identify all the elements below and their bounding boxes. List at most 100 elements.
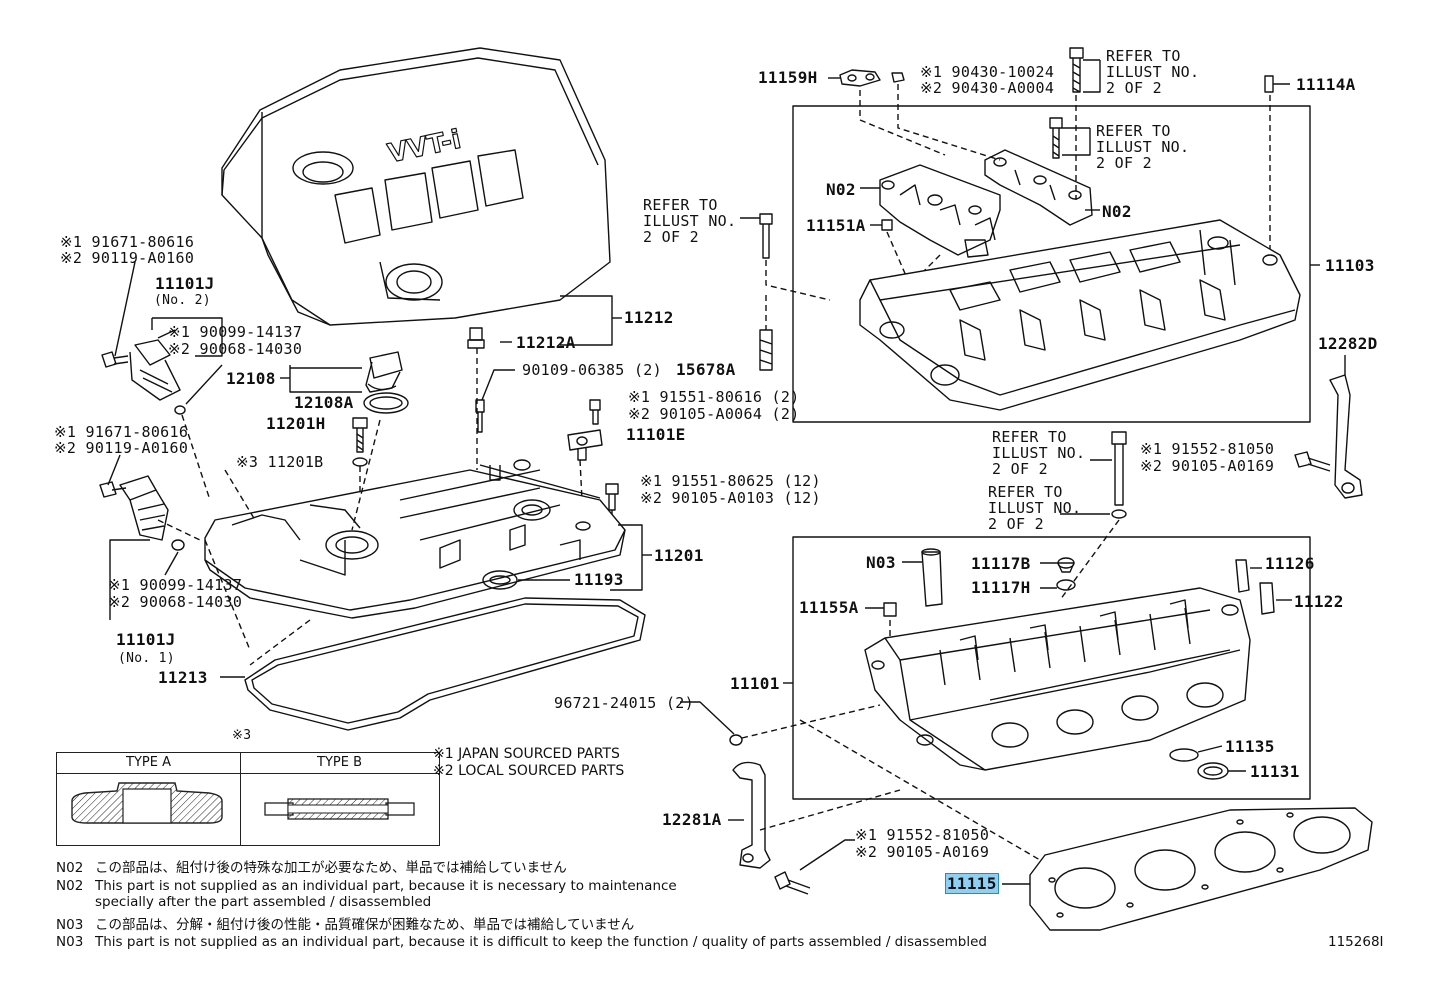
- note-n02-en-1: This part is not supplied as an individu…: [95, 878, 677, 894]
- callout-11212: 11212: [624, 308, 674, 327]
- callout-11101j-no2: 11101J: [155, 274, 215, 293]
- engine-cover: VVT-i: [221, 47, 611, 326]
- type-b-cell: TYPE B: [240, 753, 439, 845]
- refer-1-line1: REFER TO: [1106, 47, 1181, 65]
- callout-90109: 90109-06385 (2): [522, 361, 662, 379]
- callout-11155a: 11155A: [799, 598, 859, 617]
- callout-15678a: 15678A: [676, 360, 736, 379]
- note-n02-en-code: N02: [56, 878, 84, 894]
- pin-11114a: [1264, 75, 1274, 93]
- bolt-91671a: [101, 351, 129, 368]
- oil-control-valve-no2: [129, 339, 186, 415]
- note-n02-jp: この部品は、組付け後の特殊な加工が必要なため、単品では補給していません: [95, 860, 567, 876]
- grommet-11201b: [352, 457, 368, 467]
- callout-91671b-2: ※2 90119-A0160: [54, 439, 189, 457]
- callout-n02-right: N02: [1102, 202, 1132, 221]
- refer-5-line2: ILLUST NO.: [988, 499, 1082, 517]
- callout-90099a-1: ※1 90099-14137: [168, 323, 303, 341]
- figure-number: 115268I: [1328, 934, 1384, 950]
- callout-11114a: 11114A: [1296, 75, 1356, 94]
- cam-position-sensor: [567, 429, 603, 461]
- callout-11117h: 11117H: [971, 578, 1031, 597]
- callout-91551a-1: ※1 91551-80616 (2): [628, 388, 800, 406]
- callout-12108: 12108: [226, 369, 276, 388]
- part-n03: [921, 551, 943, 607]
- stud-15678a: [759, 329, 773, 371]
- refer-5-line3: 2 OF 2: [988, 515, 1044, 533]
- note-n02-en-2: specially after the part assembled / dis…: [95, 894, 432, 910]
- head-cover-gasket: [244, 597, 646, 731]
- valve-guide-11122: [1259, 582, 1275, 615]
- head-bolt: [1111, 431, 1127, 506]
- bolt-11201h: [352, 417, 368, 453]
- callout-11101j-no1: 11101J: [116, 630, 176, 649]
- callout-90099b-2: ※2 90068-14030: [108, 593, 243, 611]
- callout-11115[interactable]: 11115: [945, 873, 999, 894]
- note-n02-jp-code: N02: [56, 860, 84, 876]
- note-n03-jp: この部品は、分解・組付け後の性能・品質確保が困難なため、単品では補給していません: [95, 917, 635, 933]
- callout-11103: 11103: [1325, 256, 1375, 275]
- callout-90099a-2: ※2 90068-14030: [168, 340, 303, 358]
- cylinder-head-group-box: [792, 536, 1311, 800]
- refer-4-line2: ILLUST NO.: [992, 444, 1086, 462]
- bolt-top-refer: [1069, 47, 1084, 93]
- oil-control-valve-no1: [119, 475, 185, 551]
- refer-3-line1: REFER TO: [643, 196, 718, 214]
- type-box-mark: ※3: [232, 728, 252, 743]
- seal-11135: [1169, 748, 1199, 762]
- type-a-label: TYPE A: [57, 753, 240, 774]
- note-n03-en-code: N03: [56, 934, 84, 950]
- refer-2-line2: ILLUST NO.: [1096, 138, 1190, 156]
- callout-11101j-no1-sub: (No. 1): [118, 651, 175, 666]
- legend-japan: ※1 JAPAN SOURCED PARTS: [433, 746, 620, 762]
- callout-11213: 11213: [158, 668, 208, 687]
- valve-spring-seat: [1056, 579, 1076, 591]
- callout-91671b-1: ※1 91671-80616: [54, 423, 189, 441]
- callout-11117b: 11117B: [971, 554, 1031, 573]
- type-a-cell: TYPE A: [57, 753, 241, 845]
- callout-11126: 11126: [1265, 554, 1315, 573]
- refer-4-line1: REFER TO: [992, 428, 1067, 446]
- callout-91671a-2: ※2 90119-A0160: [60, 249, 195, 267]
- bolt-91551b: [605, 483, 619, 511]
- engine-hanger-12281a: [732, 761, 771, 869]
- bearing-cap-left: [879, 164, 1001, 258]
- callout-11135: 11135: [1225, 737, 1275, 756]
- bolt-15678a: [759, 213, 773, 259]
- refer-3-line3: 2 OF 2: [643, 228, 699, 246]
- cylinder-head-gasket: [1029, 807, 1373, 931]
- callout-11201h: 11201H: [266, 414, 326, 433]
- callout-11201: 11201: [654, 546, 704, 565]
- callout-n02-left: N02: [826, 180, 856, 199]
- callout-11115-highlight[interactable]: 11115: [945, 873, 999, 894]
- note-n03-jp-code: N03: [56, 917, 84, 933]
- cylinder-head: [864, 587, 1251, 771]
- callout-11122: 11122: [1294, 592, 1344, 611]
- callout-90430-2: ※2 90430-A0004: [920, 79, 1055, 97]
- oil-cap-gasket: [363, 392, 409, 414]
- washer-90430: [891, 72, 905, 83]
- bolt-11212a: [467, 327, 485, 349]
- refer-1-line3: 2 OF 2: [1106, 79, 1162, 97]
- note-n03-en: This part is not supplied as an individu…: [95, 934, 988, 950]
- valve-guide-11126: [1235, 559, 1250, 593]
- o-ring-96721: [729, 734, 743, 746]
- dowel-11155a: [883, 602, 897, 617]
- callout-12282d: 12282D: [1318, 334, 1378, 353]
- bolt-91552-bottom: [774, 871, 811, 895]
- callout-n03: N03: [866, 553, 896, 572]
- callout-91671a-1: ※1 91671-80616: [60, 233, 195, 251]
- callout-11212a: 11212A: [516, 333, 576, 352]
- bearing-cap-right: [984, 149, 1093, 226]
- callout-11151a: 11151A: [806, 216, 866, 235]
- refer-4-line3: 2 OF 2: [992, 460, 1048, 478]
- callout-91551b-2: ※2 90105-A0103 (12): [640, 489, 821, 507]
- refer-2-line1: REFER TO: [1096, 122, 1171, 140]
- refer-5-line1: REFER TO: [988, 483, 1063, 501]
- callout-11101e: 11101E: [626, 425, 686, 444]
- type-b-sleeve-icon: [264, 798, 415, 820]
- callout-90099b-1: ※1 90099-14137: [108, 576, 243, 594]
- callout-11101j-no2-sub: (No. 2): [154, 293, 211, 308]
- seal-11131: [1197, 762, 1229, 780]
